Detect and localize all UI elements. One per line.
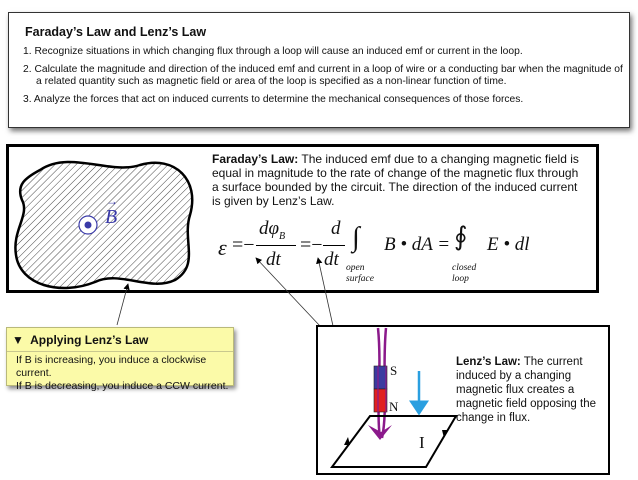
- faraday-description: Faraday’s Law: The induced emf due to a …: [212, 152, 582, 208]
- lenz-note: ▼ Applying Lenz’s Law If B is increasing…: [6, 327, 234, 392]
- faraday-text: The induced emf due to a changing magnet…: [212, 152, 579, 208]
- current-label: I: [419, 433, 425, 452]
- dphi: dφB: [259, 218, 286, 242]
- objectives-list: 1. Recognize situations in which changin…: [23, 46, 623, 112]
- d: d: [331, 218, 341, 239]
- note-line: If B is decreasing, you induce a CCW cur…: [16, 380, 229, 392]
- emf-symbol: ε: [218, 235, 227, 260]
- pointer-line: [316, 257, 334, 327]
- note-header[interactable]: ▼ Applying Lenz’s Law: [7, 328, 233, 352]
- objective-item: 1. Recognize situations in which changin…: [23, 46, 523, 57]
- loop-surface-blob: [14, 160, 194, 290]
- b-dot-da: B • dA =: [384, 234, 451, 255]
- note-title: Applying Lenz’s Law: [30, 333, 149, 347]
- note-line: If B is increasing, you induce a clockwi…: [16, 354, 207, 379]
- lenz-text: The current induced by a changing magnet…: [456, 356, 597, 424]
- faraday-label: Faraday’s Law:: [212, 152, 299, 166]
- pointer-line: [255, 257, 321, 327]
- objective-item: 2. Calculate the magnitude and direction…: [23, 64, 623, 87]
- objective-item: 3. Analyze the forces that act on induce…: [23, 94, 524, 105]
- lenz-label: Lenz’s Law:: [456, 356, 521, 368]
- dt: dt: [266, 249, 281, 270]
- lenz-description: Lenz’s Law: The current induced by a cha…: [456, 355, 606, 425]
- disclosure-triangle-icon[interactable]: ▼: [12, 333, 24, 347]
- dt: dt: [324, 249, 339, 270]
- e-dot-dl: E • dl: [487, 234, 530, 255]
- objectives-title: Faraday’s Law and Lenz’s Law: [25, 25, 207, 39]
- field-symbol: →B: [105, 194, 118, 228]
- pole-n-label: N: [389, 399, 399, 414]
- objectives-box: Faraday’s Law and Lenz’s Law 1. Recogniz…: [8, 12, 630, 128]
- pointer-line: [116, 283, 130, 326]
- contour-integral: ∮: [454, 222, 468, 251]
- integral: ∫: [352, 222, 360, 253]
- lenz-box: [316, 325, 610, 475]
- pole-s-label: S: [390, 363, 398, 378]
